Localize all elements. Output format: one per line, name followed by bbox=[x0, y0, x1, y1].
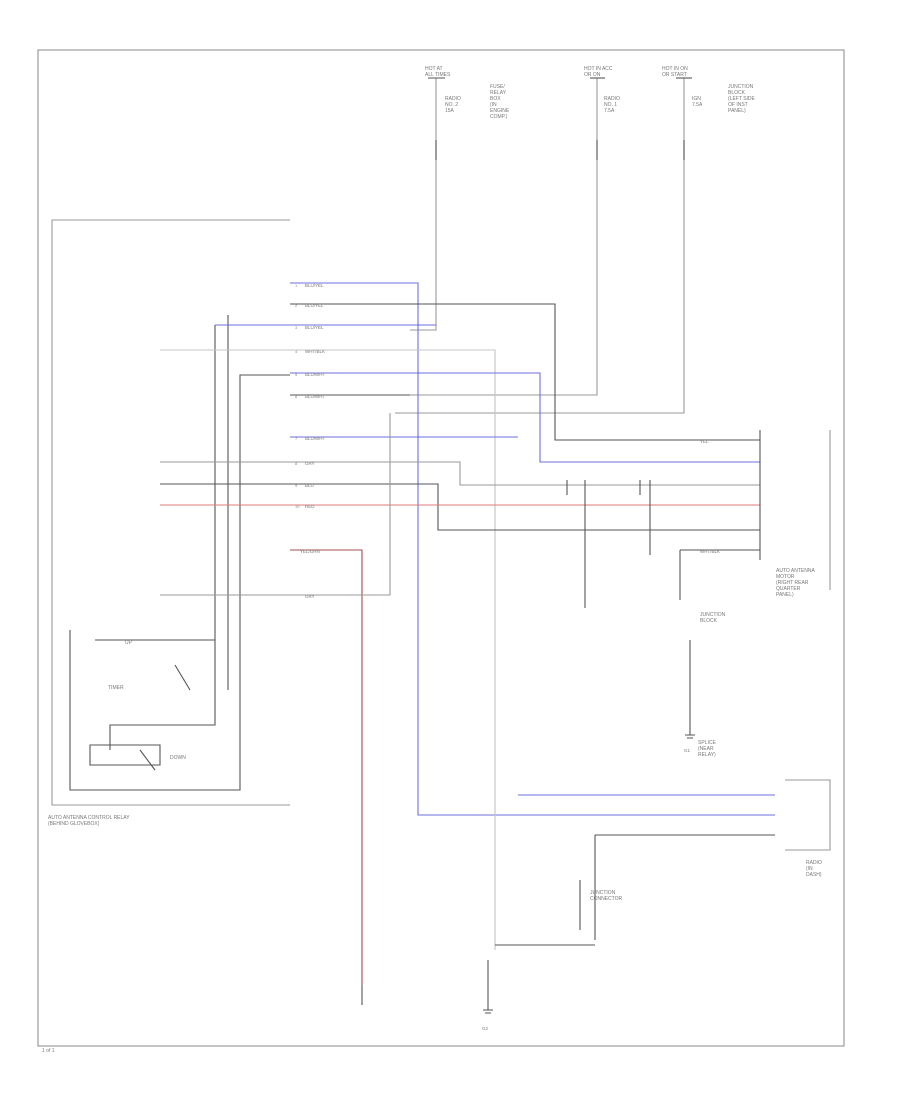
svg-text:5: 5 bbox=[295, 372, 298, 377]
motor-connector bbox=[566, 430, 831, 608]
footer-code: 1 of 1 bbox=[42, 1048, 55, 1054]
motor-label: AUTO ANTENNA MOTOR (RIGHT REAR QUARTER P… bbox=[776, 568, 815, 598]
svg-text:BLU/WHT: BLU/WHT bbox=[305, 372, 326, 377]
svg-text:WHT/BLK: WHT/BLK bbox=[700, 549, 720, 554]
pin-numbers: 1 2 3 4 5 6 7 8 9 10 bbox=[295, 283, 300, 509]
svg-text:BLU: BLU bbox=[305, 483, 314, 488]
fuse-top-left-desc: FUSE/ RELAY BOX (IN ENGINE COMP.) bbox=[490, 84, 510, 120]
ground-label-g1: G1 bbox=[684, 748, 691, 753]
svg-text:BLU/YEL: BLU/YEL bbox=[305, 283, 324, 288]
svg-text:GRY: GRY bbox=[305, 461, 315, 466]
splice-label: SPLICE (NEAR RELAY) bbox=[698, 740, 716, 758]
relay-up-label: UP bbox=[125, 640, 132, 646]
svg-text:WHT/BLK: WHT/BLK bbox=[305, 349, 325, 354]
svg-text:RED: RED bbox=[305, 504, 315, 509]
svg-text:7: 7 bbox=[295, 436, 298, 441]
svg-text:2: 2 bbox=[295, 303, 298, 308]
svg-text:BLU/WHT: BLU/WHT bbox=[305, 394, 326, 399]
wire-labels: BLU/YEL BLU/YEL BLU/YEL WHT/BLK BLU/WHT … bbox=[300, 283, 720, 599]
fuse-top-right-hot: HOT IN ON OR START bbox=[662, 66, 688, 78]
fuse-top-mid-name: RADIO NO. 1 7.5A bbox=[604, 96, 620, 114]
top-fuse-wires bbox=[395, 77, 692, 414]
svg-text:BLU/YEL: BLU/YEL bbox=[305, 303, 324, 308]
relay-label: AUTO ANTENNA CONTROL RELAY (BEHIND GLOVE… bbox=[48, 815, 130, 827]
fuse-top-right-name: IGN 7.5A bbox=[692, 96, 703, 108]
fuse-top-left-name: RADIO NO. 2 15A bbox=[445, 96, 461, 114]
relay-down-label: DOWN bbox=[170, 755, 186, 761]
svg-text:GRY: GRY bbox=[305, 594, 315, 599]
ground-label-g2: G2 bbox=[482, 1026, 489, 1031]
diagram-border bbox=[37, 49, 845, 1047]
svg-text:10: 10 bbox=[295, 504, 300, 509]
svg-text:6: 6 bbox=[295, 394, 298, 399]
svg-text:1: 1 bbox=[295, 283, 298, 288]
svg-text:YEL: YEL bbox=[700, 439, 709, 444]
svg-text:BLU/YEL: BLU/YEL bbox=[305, 325, 324, 330]
radio-label: RADIO (IN DASH) bbox=[806, 860, 822, 878]
svg-text:YEL/GRN: YEL/GRN bbox=[300, 549, 320, 554]
junction-ground bbox=[685, 640, 695, 739]
relay-enclosure bbox=[51, 219, 290, 806]
svg-text:BLU/WHT: BLU/WHT bbox=[305, 436, 326, 441]
svg-text:4: 4 bbox=[295, 349, 298, 354]
junction-connector-label: JUNCTION CONNECTOR bbox=[590, 890, 623, 902]
svg-text:8: 8 bbox=[295, 461, 298, 466]
relay-harness bbox=[160, 282, 775, 985]
bottom-grounds bbox=[361, 960, 493, 1014]
radio-connector bbox=[495, 779, 831, 946]
relay-timer-label: TIMER bbox=[108, 685, 124, 691]
fuse-top-left-hot: HOT AT ALL TIMES bbox=[425, 66, 451, 78]
junction-label: JUNCTION BLOCK bbox=[700, 612, 726, 624]
fuse-top-mid-hot: HOT IN ACC OR ON bbox=[584, 66, 613, 78]
svg-text:3: 3 bbox=[295, 325, 298, 330]
svg-text:9: 9 bbox=[295, 483, 298, 488]
fuse-top-right-desc: JUNCTION BLOCK (LEFT SIDE OF INST PANEL) bbox=[728, 84, 755, 114]
